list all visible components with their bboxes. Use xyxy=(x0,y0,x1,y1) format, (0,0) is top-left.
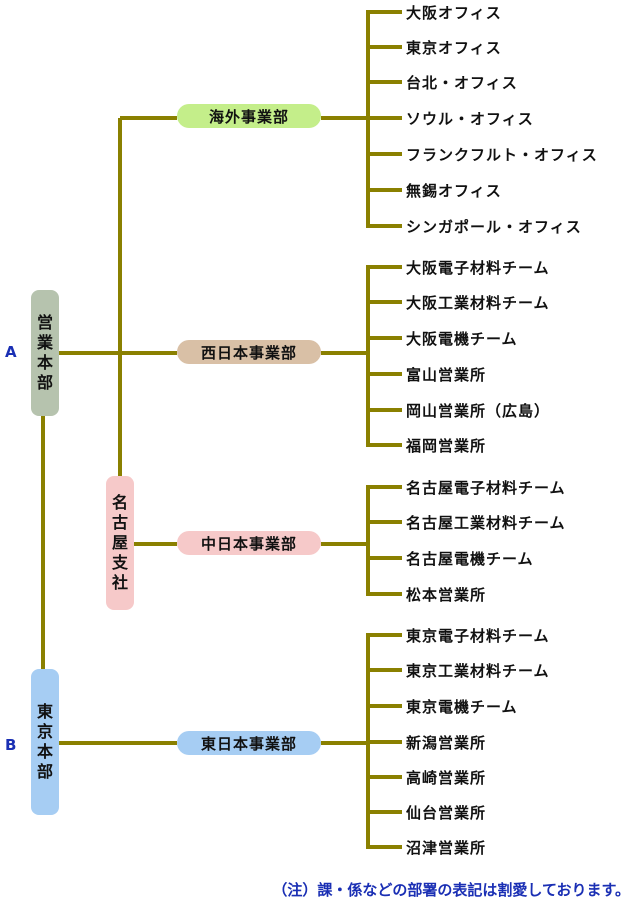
vertical-char: 部 xyxy=(36,373,53,392)
leaf-item: 仙台営業所 xyxy=(406,804,487,822)
leaf-item: 東京電子材料チーム xyxy=(406,627,550,645)
leaf-item: 大阪オフィス xyxy=(406,4,502,22)
leaf-item: 名古屋工業材料チーム xyxy=(406,514,566,532)
division-box-west-japan: 西日本事業部 xyxy=(177,340,321,364)
leaf-item: 新潟営業所 xyxy=(406,734,487,752)
vertical-char: 古 xyxy=(111,513,128,532)
vertical-char: 部 xyxy=(36,762,53,781)
vertical-char: 東 xyxy=(36,702,53,721)
division-box-overseas: 海外事業部 xyxy=(177,104,321,128)
vertical-char: 京 xyxy=(36,722,53,741)
leaf-item: 富山営業所 xyxy=(406,366,487,384)
leaf-item: 岡山営業所（広島） xyxy=(406,402,551,420)
hq-box-tokyo: 東京本部 xyxy=(31,669,59,815)
footnote: （注）課・係などの部署の表記は割愛しております。 xyxy=(272,881,630,899)
leaf-item: フランクフルト・オフィス xyxy=(406,146,598,164)
leaf-item: 台北・オフィス xyxy=(406,74,518,92)
leaf-item: 松本営業所 xyxy=(406,586,487,604)
leaf-item: 名古屋電子材料チーム xyxy=(406,479,566,497)
leaf-item: 大阪電機チーム xyxy=(406,330,518,348)
leaf-item: 東京オフィス xyxy=(406,39,502,57)
hq-letter-a: A xyxy=(5,343,17,361)
division-box-central-japan: 中日本事業部 xyxy=(177,531,321,555)
vertical-char: 本 xyxy=(36,742,53,761)
vertical-char: 業 xyxy=(36,333,53,352)
vertical-char: 名 xyxy=(111,493,128,512)
hq-letter-b: B xyxy=(5,736,17,754)
leaf-item: 無錫オフィス xyxy=(406,182,502,200)
leaf-item: 大阪工業材料チーム xyxy=(406,294,550,312)
branch-box-nagoya: 名古屋支社 xyxy=(106,476,134,610)
leaf-item: シンガポール・オフィス xyxy=(406,218,582,236)
leaf-item: 東京工業材料チーム xyxy=(406,662,550,680)
leaf-item: 大阪電子材料チーム xyxy=(406,259,550,277)
vertical-char: 屋 xyxy=(111,533,128,552)
leaf-item: 高崎営業所 xyxy=(406,769,487,787)
vertical-char: 支 xyxy=(111,553,128,572)
division-box-east-japan: 東日本事業部 xyxy=(177,731,321,755)
leaf-item: 福岡営業所 xyxy=(406,437,487,455)
vertical-char: 社 xyxy=(111,573,128,592)
hq-box-sales: 営業本部 xyxy=(31,290,59,416)
leaf-item: ソウル・オフィス xyxy=(406,110,534,128)
vertical-char: 本 xyxy=(36,353,53,372)
vertical-char: 営 xyxy=(36,313,53,332)
leaf-item: 沼津営業所 xyxy=(406,839,487,857)
leaf-item: 東京電機チーム xyxy=(406,698,518,716)
leaf-item: 名古屋電機チーム xyxy=(406,550,534,568)
